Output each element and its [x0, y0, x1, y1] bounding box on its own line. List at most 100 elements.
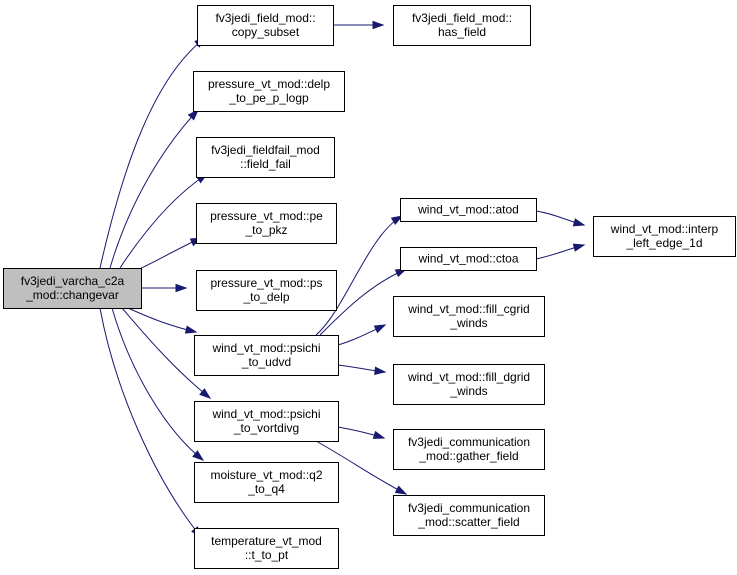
- edge-line: [109, 109, 199, 269]
- call-edge-psichi_udvd-to-fill_cgrid: [337, 324, 387, 346]
- call-edge-root-to-copy_subset: [99, 37, 207, 269]
- call-edge-root-to-delp_to_pe: [109, 108, 200, 269]
- arrowhead-icon: [184, 325, 198, 334]
- call-edge-ctoa-to-interp: [535, 243, 586, 260]
- arrowhead-icon: [394, 485, 408, 495]
- edge-line: [315, 440, 407, 495]
- node-delp-to-pe[interactable]: pressure_vt_mod::delp_to_pe_p_logp: [193, 71, 345, 112]
- arrowhead-icon: [175, 283, 188, 293]
- node-box: [194, 401, 339, 442]
- node-box: [593, 216, 736, 257]
- call-edge-root-to-t_to_pt: [99, 307, 202, 539]
- node-has-field[interactable]: fv3jedi_field_mod::has_field: [393, 5, 531, 46]
- node-label: wind_vt_mod::fill_cgrid: [407, 302, 529, 316]
- node-box: [197, 5, 334, 46]
- edge-line: [111, 307, 204, 461]
- call-edges: [99, 20, 586, 539]
- node-label: fv3jedi_communication: [408, 435, 530, 449]
- arrowhead-icon: [372, 430, 386, 439]
- node-label: wind_vt_mod::psichi: [211, 341, 320, 355]
- node-ctoa[interactable]: wind_vt_mod::ctoa: [400, 247, 537, 271]
- node-root[interactable]: fv3jedi_varcha_c2a_mod::changevar: [3, 268, 142, 309]
- edge-line: [119, 173, 208, 269]
- node-gather-field[interactable]: fv3jedi_communication_mod::gather_field: [393, 429, 545, 470]
- node-label: wind_vt_mod::fill_dgrid: [407, 370, 530, 384]
- node-interp[interactable]: wind_vt_mod::interp_left_edge_1d: [593, 216, 736, 257]
- node-atod[interactable]: wind_vt_mod::atod: [400, 198, 537, 222]
- node-label: _mod::scatter_field: [417, 515, 519, 529]
- call-edge-psichi_udvd-to-fill_dgrid: [337, 364, 387, 375]
- node-label: moisture_vt_mod::q2: [210, 468, 322, 482]
- edge-line: [315, 215, 403, 336]
- arrowhead-icon: [373, 324, 387, 334]
- node-box: [196, 137, 335, 178]
- node-psichi-udvd[interactable]: wind_vt_mod::psichi_to_udvd: [194, 335, 339, 376]
- node-fill-dgrid[interactable]: wind_vt_mod::fill_dgrid_winds: [393, 364, 545, 405]
- node-label: fv3jedi_varcha_c2a: [21, 274, 125, 288]
- arrowhead-icon: [374, 366, 387, 375]
- call-edge-root-to-pe_to_pkz: [136, 237, 203, 271]
- call-edge-root-to-q2_to_q4: [111, 307, 205, 461]
- edge-line: [121, 307, 211, 399]
- node-box: [194, 335, 339, 376]
- node-ps-to-delp[interactable]: pressure_vt_mod::ps_to_delp: [196, 270, 337, 311]
- node-t-to-pt[interactable]: temperature_vt_mod::t_to_pt: [194, 528, 339, 569]
- call-edge-root-to-psichi_udvd: [127, 307, 198, 334]
- node-label: wind_vt_mod::ctoa: [417, 252, 518, 266]
- call-nodes: fv3jedi_varcha_c2a_mod::changevarfv3jedi…: [3, 5, 736, 569]
- edge-line: [127, 307, 197, 333]
- node-box: [393, 5, 531, 46]
- edge-line: [99, 37, 206, 269]
- node-label: _to_udvd: [241, 355, 291, 369]
- arrowhead-icon: [192, 450, 205, 461]
- node-label: pressure_vt_mod::delp: [208, 77, 330, 91]
- call-edge-root-to-field_fail: [119, 173, 209, 269]
- node-label: wind_vt_mod::atod: [417, 203, 519, 217]
- node-label: pressure_vt_mod::ps: [210, 276, 322, 290]
- node-pe-to-pkz[interactable]: pressure_vt_mod::pe_to_pkz: [196, 203, 337, 244]
- node-field-fail[interactable]: fv3jedi_fieldfail_mod::field_fail: [196, 137, 335, 178]
- node-copy-subset[interactable]: fv3jedi_field_mod::copy_subset: [197, 5, 334, 46]
- edge-line: [319, 268, 407, 336]
- node-fill-cgrid[interactable]: wind_vt_mod::fill_cgrid_winds: [393, 296, 545, 337]
- node-box: [393, 364, 545, 405]
- node-label: _winds: [449, 316, 487, 330]
- node-box: [393, 429, 545, 470]
- arrowhead-icon: [187, 108, 200, 121]
- edge-line: [99, 307, 202, 538]
- arrowhead-icon: [390, 215, 404, 225]
- node-label: _mod::gather_field: [418, 449, 518, 463]
- node-psichi-vortdivg[interactable]: wind_vt_mod::psichi_to_vortdivg: [194, 401, 339, 442]
- node-label: _mod::changevar: [25, 288, 119, 302]
- node-label: ::t_to_pt: [245, 548, 289, 562]
- call-edge-root-to-ps_to_delp: [141, 283, 188, 293]
- call-edge-atod-to-interp: [535, 210, 586, 227]
- node-label: _to_delp: [242, 290, 289, 304]
- arrowhead-icon: [572, 243, 586, 252]
- node-label: pressure_vt_mod::pe: [210, 209, 323, 223]
- call-edge-psichi_vortdivg-to-gather_field: [337, 426, 386, 439]
- node-label: wind_vt_mod::psichi: [211, 407, 320, 421]
- node-box: [194, 528, 339, 569]
- node-label: copy_subset: [232, 25, 300, 39]
- node-q2-to-q4[interactable]: moisture_vt_mod::q2_to_q4: [194, 462, 339, 503]
- node-label: fv3jedi_communication: [408, 501, 530, 515]
- node-box: [196, 203, 337, 244]
- node-label: wind_vt_mod::interp: [610, 222, 719, 236]
- node-label: fv3jedi_fieldfail_mod: [211, 143, 320, 157]
- arrowhead-icon: [572, 218, 586, 227]
- node-box: [193, 71, 345, 112]
- node-label: _to_pe_p_logp: [228, 91, 309, 105]
- node-scatter-field[interactable]: fv3jedi_communication_mod::scatter_field: [393, 495, 545, 536]
- node-box: [393, 495, 545, 536]
- node-label: _to_vortdivg: [233, 421, 299, 435]
- node-label: temperature_vt_mod: [211, 534, 322, 548]
- node-label: fv3jedi_field_mod::: [412, 11, 512, 25]
- node-label: _left_edge_1d: [625, 236, 702, 250]
- node-box: [194, 462, 339, 503]
- node-box: [400, 247, 537, 271]
- arrowhead-icon: [199, 388, 212, 399]
- node-label: has_field: [438, 25, 486, 39]
- node-box: [196, 270, 337, 311]
